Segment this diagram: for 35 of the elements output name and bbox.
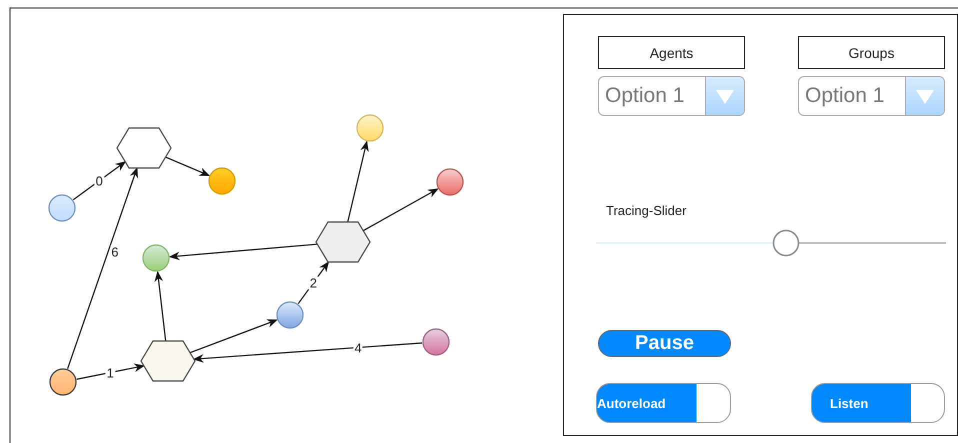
circle-node bbox=[276, 301, 304, 329]
edge-label: 1 bbox=[106, 366, 115, 380]
circle-node bbox=[142, 244, 170, 272]
toggle-switch: Autoreload bbox=[596, 383, 731, 423]
edge-label: 6 bbox=[110, 246, 120, 259]
arrow bbox=[190, 319, 278, 354]
toggle-switch: Listen bbox=[811, 383, 945, 423]
circle-node bbox=[422, 328, 450, 356]
arrow bbox=[168, 244, 318, 260]
arrow bbox=[154, 270, 166, 342]
circle-node bbox=[356, 114, 384, 142]
slider-label: Tracing-Slider bbox=[606, 203, 686, 218]
circle-node bbox=[49, 368, 77, 396]
label-box: Groups bbox=[798, 36, 945, 69]
label-box: Agents bbox=[598, 36, 745, 69]
edge-label: 2 bbox=[308, 276, 318, 290]
hexagon-node bbox=[316, 222, 370, 262]
dropdown: Option 1 bbox=[598, 76, 745, 116]
arrow bbox=[362, 188, 439, 232]
pause-button: Pause bbox=[598, 330, 731, 357]
circle-node bbox=[436, 168, 464, 196]
arrow bbox=[67, 166, 138, 369]
circle-node bbox=[208, 167, 236, 195]
control-panel bbox=[563, 14, 958, 436]
edge-label: 0 bbox=[94, 174, 104, 188]
dropdown: Option 1 bbox=[798, 76, 945, 116]
arrow bbox=[72, 161, 126, 200]
arrow bbox=[76, 364, 145, 380]
arrow bbox=[347, 140, 369, 222]
arrow bbox=[165, 156, 210, 176]
hexagon-node bbox=[141, 341, 195, 381]
edge-label: 4 bbox=[354, 341, 363, 354]
circle-node bbox=[48, 194, 76, 222]
arrow bbox=[192, 342, 422, 363]
hexagon-node bbox=[117, 128, 171, 168]
